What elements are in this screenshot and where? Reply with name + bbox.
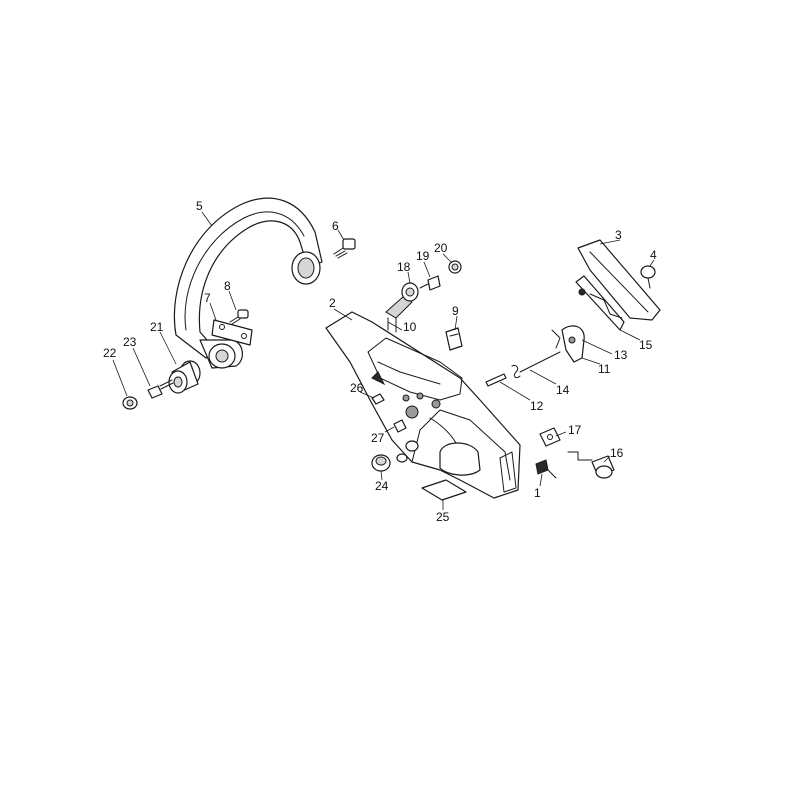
nut-22 (122, 396, 138, 410)
plunger-16 (567, 451, 615, 479)
screw-8 (229, 309, 249, 325)
screw-19 (419, 275, 441, 291)
callout-6: 6 (332, 219, 339, 233)
label-25 (421, 479, 467, 501)
callout-5: 5 (196, 199, 203, 213)
callout-13: 13 (614, 348, 628, 362)
callout-14: 14 (556, 383, 570, 397)
clip-10 (385, 295, 413, 333)
pin-12 (485, 373, 507, 387)
main-housing-2 (325, 311, 521, 499)
callout-3: 3 (615, 228, 622, 242)
plug-24 (371, 454, 391, 472)
front-handle-bar (173, 197, 323, 369)
screw-4 (640, 265, 656, 289)
grommet-18 (401, 282, 419, 302)
callout-20: 20 (434, 241, 448, 255)
callout-24: 24 (375, 479, 389, 493)
callout-17: 17 (568, 423, 582, 437)
callout-23: 23 (123, 335, 137, 349)
rubber-buffer-21 (168, 360, 201, 394)
callout-9: 9 (452, 304, 459, 318)
rail-15 (575, 275, 625, 331)
callout-16: 16 (610, 446, 624, 460)
spring-14 (511, 351, 561, 379)
callout-1: 1 (534, 486, 541, 500)
cover-strip-3 (577, 239, 661, 321)
bolt-6 (333, 238, 356, 259)
callout-8: 8 (224, 279, 231, 293)
callout-7: 7 (204, 291, 211, 305)
screw-23 (147, 379, 174, 399)
washer-20 (448, 260, 462, 274)
clip-9 (445, 327, 463, 351)
label-26 (371, 393, 385, 405)
callout-10: 10 (403, 320, 417, 334)
callout-4: 4 (650, 248, 657, 262)
callout-15: 15 (639, 338, 653, 352)
callout-19: 19 (416, 249, 430, 263)
callout-2: 2 (329, 296, 336, 310)
callout-25: 25 (436, 510, 450, 524)
plate-17 (539, 427, 561, 447)
screw-1 (535, 459, 557, 479)
callout-11: 11 (598, 362, 611, 376)
callout-12: 12 (530, 399, 544, 413)
callout-27: 27 (371, 431, 385, 445)
bracket-plate-7 (211, 319, 253, 346)
callout-21: 21 (150, 320, 164, 334)
leader-lines (112, 211, 655, 510)
lever-11 (551, 325, 585, 363)
callout-18: 18 (397, 260, 411, 274)
callout-22: 22 (103, 346, 117, 360)
label-27 (393, 419, 407, 433)
callout-26: 26 (350, 381, 364, 395)
callout-labels: 1 2 3 4 5 6 7 8 9 10 11 12 13 14 15 16 1… (103, 199, 657, 524)
